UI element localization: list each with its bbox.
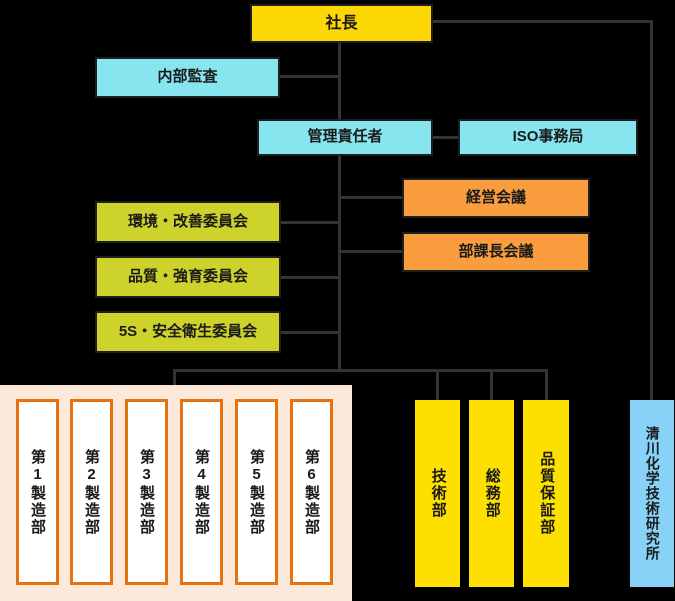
management-meeting-label: 経営会議 xyxy=(465,188,526,206)
internal-audit-label: 内部監査 xyxy=(157,68,218,86)
committee-quality-label: 品質・強育委員会 xyxy=(127,267,248,285)
org-box-internal-audit: 内部監査 xyxy=(95,57,280,98)
connector-president-trunk xyxy=(338,43,341,119)
org-box-quality-assurance-dept: 品質保証部 xyxy=(523,400,569,587)
research-institute-label: 清川化学技術研究所 xyxy=(644,426,661,561)
committee-environment-label: 環境・改善委員会 xyxy=(127,212,248,230)
connector-dept-manager-meeting xyxy=(341,250,402,253)
manufacturing-2-label: 第2製造部 xyxy=(83,448,100,536)
org-box-president: 社長 xyxy=(250,4,433,43)
connector-committee-3 xyxy=(281,331,338,334)
org-box-committee-environment: 環境・改善委員会 xyxy=(95,201,281,243)
manufacturing-3-label: 第3製造部 xyxy=(138,448,155,536)
dept-manager-meeting-label: 部課長会議 xyxy=(458,242,534,260)
manufacturing-1-label: 第1製造部 xyxy=(29,448,46,536)
management-rep-label: 管理責任者 xyxy=(307,128,383,146)
org-box-manufacturing-3: 第3製造部 xyxy=(125,399,168,585)
org-box-committee-5s-safety: 5S・安全衛生委員会 xyxy=(95,311,281,353)
president-label: 社長 xyxy=(325,14,358,32)
org-box-dept-manager-meeting: 部課長会議 xyxy=(402,232,590,272)
org-box-manufacturing-1: 第1製造部 xyxy=(16,399,59,585)
org-box-management-meeting: 経営会議 xyxy=(402,178,590,218)
org-box-iso-office: ISO事務局 xyxy=(458,119,638,156)
manufacturing-5-label: 第5製造部 xyxy=(248,448,265,536)
quality-assurance-dept-label: 品質保証部 xyxy=(538,451,556,536)
connector-research-institute-vertical xyxy=(650,20,653,400)
org-box-management-rep: 管理責任者 xyxy=(257,119,433,156)
committee-5s-safety-label: 5S・安全衛生委員会 xyxy=(118,322,258,340)
connector-committee-2 xyxy=(281,276,338,279)
connector-drop-quality-assurance xyxy=(545,369,548,400)
manufacturing-6-label: 第6製造部 xyxy=(303,448,320,536)
connector-rep-trunk xyxy=(338,156,341,372)
connector-internal-audit xyxy=(280,75,340,78)
connector-rep-iso xyxy=(433,136,458,139)
org-box-manufacturing-6: 第6製造部 xyxy=(290,399,333,585)
connector-bottom-bus xyxy=(173,369,548,372)
org-box-manufacturing-4: 第4製造部 xyxy=(180,399,223,585)
org-box-manufacturing-5: 第5製造部 xyxy=(235,399,278,585)
manufacturing-panel: 第1製造部 第2製造部 第3製造部 第4製造部 第5製造部 第6製造部 xyxy=(0,385,352,601)
manufacturing-4-label: 第4製造部 xyxy=(193,448,210,536)
org-box-technical-dept: 技術部 xyxy=(415,400,460,587)
connector-committee-1 xyxy=(281,221,338,224)
org-box-committee-quality: 品質・強育委員会 xyxy=(95,256,281,298)
connector-drop-technical xyxy=(436,369,439,400)
connector-drop-manufacturing xyxy=(173,369,176,385)
connector-drop-general-affairs xyxy=(490,369,493,400)
iso-office-label: ISO事務局 xyxy=(512,128,584,146)
org-box-research-institute: 清川化学技術研究所 xyxy=(630,400,674,587)
org-box-general-affairs-dept: 総務部 xyxy=(469,400,514,587)
technical-dept-label: 技術部 xyxy=(429,468,447,519)
org-box-manufacturing-2: 第2製造部 xyxy=(70,399,113,585)
connector-president-right-horizontal xyxy=(433,20,653,23)
connector-management-meeting xyxy=(341,196,402,199)
general-affairs-dept-label: 総務部 xyxy=(483,468,501,519)
